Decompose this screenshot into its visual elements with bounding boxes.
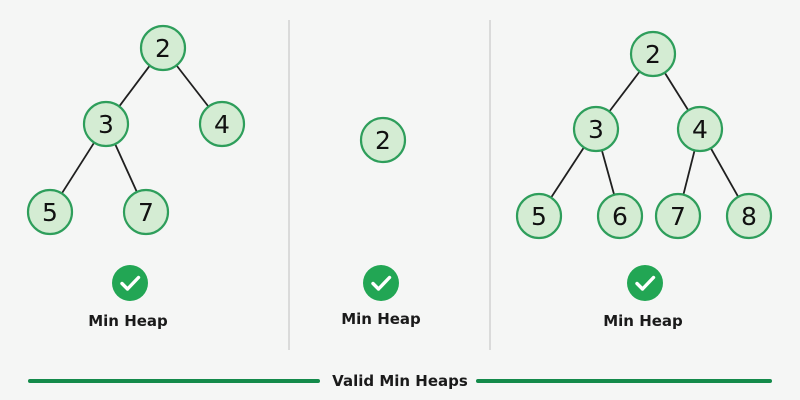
tree-edge [114, 143, 138, 193]
tree-node-label: 8 [741, 202, 757, 231]
heap-caption: Min Heap [88, 312, 168, 330]
tree-node-label: 2 [155, 34, 171, 63]
tree-node-circle [515, 192, 563, 240]
tree-edge [118, 65, 151, 107]
tree-edge [550, 146, 585, 199]
tree-edge [61, 142, 95, 194]
tree-node: 3 [82, 100, 130, 148]
tree-node-label: 2 [375, 126, 391, 155]
tree-node-label: 4 [214, 110, 230, 139]
tree-node: 5 [515, 192, 563, 240]
tree-node-label: 3 [98, 110, 114, 139]
tree-node-circle [596, 192, 644, 240]
tree-node: 6 [596, 192, 644, 240]
check-circle-icon [112, 265, 148, 301]
tree-node-circle [122, 188, 170, 236]
tree-edge [663, 72, 690, 111]
tree-node-circle [725, 192, 773, 240]
tree-node-circle [82, 100, 130, 148]
tree-node-circle [572, 105, 620, 153]
tree-node-circle [629, 30, 677, 78]
tree-node: 5 [26, 188, 74, 236]
tree-node-label: 5 [42, 198, 58, 227]
footer-label: Valid Min Heaps [332, 372, 468, 390]
tree-node-circle [198, 100, 246, 148]
tree-node-label: 5 [531, 202, 547, 231]
tree-node-label: 3 [588, 115, 604, 144]
tree-node: 8 [725, 192, 773, 240]
tree-node: 2 [139, 24, 187, 72]
tree-node-circle [676, 105, 724, 153]
tree-edge [175, 64, 210, 108]
tree-edge [682, 150, 696, 195]
heap-caption: Min Heap [603, 312, 683, 330]
tree-node: 3 [572, 105, 620, 153]
tree-edge [608, 70, 641, 113]
tree-node-circle [26, 188, 74, 236]
tree-node-label: 7 [138, 198, 154, 227]
tree-node: 2 [359, 116, 407, 164]
tree-node-circle [359, 116, 407, 164]
tree-edge [600, 149, 616, 196]
check-circle-icon [627, 265, 663, 301]
tree-node: 7 [654, 192, 702, 240]
tree-node: 4 [676, 105, 724, 153]
heap-caption: Min Heap [341, 310, 421, 328]
tree-edge [710, 147, 739, 198]
tree-node-circle [139, 24, 187, 72]
tree-node: 4 [198, 100, 246, 148]
tree-node-label: 7 [670, 202, 686, 231]
tree-node-label: 6 [612, 202, 628, 231]
tree-node-label: 2 [645, 40, 661, 69]
tree-node-label: 4 [692, 115, 708, 144]
tree-node-circle [654, 192, 702, 240]
check-circle-icon [363, 265, 399, 301]
tree-node: 7 [122, 188, 170, 236]
tree-node: 2 [629, 30, 677, 78]
